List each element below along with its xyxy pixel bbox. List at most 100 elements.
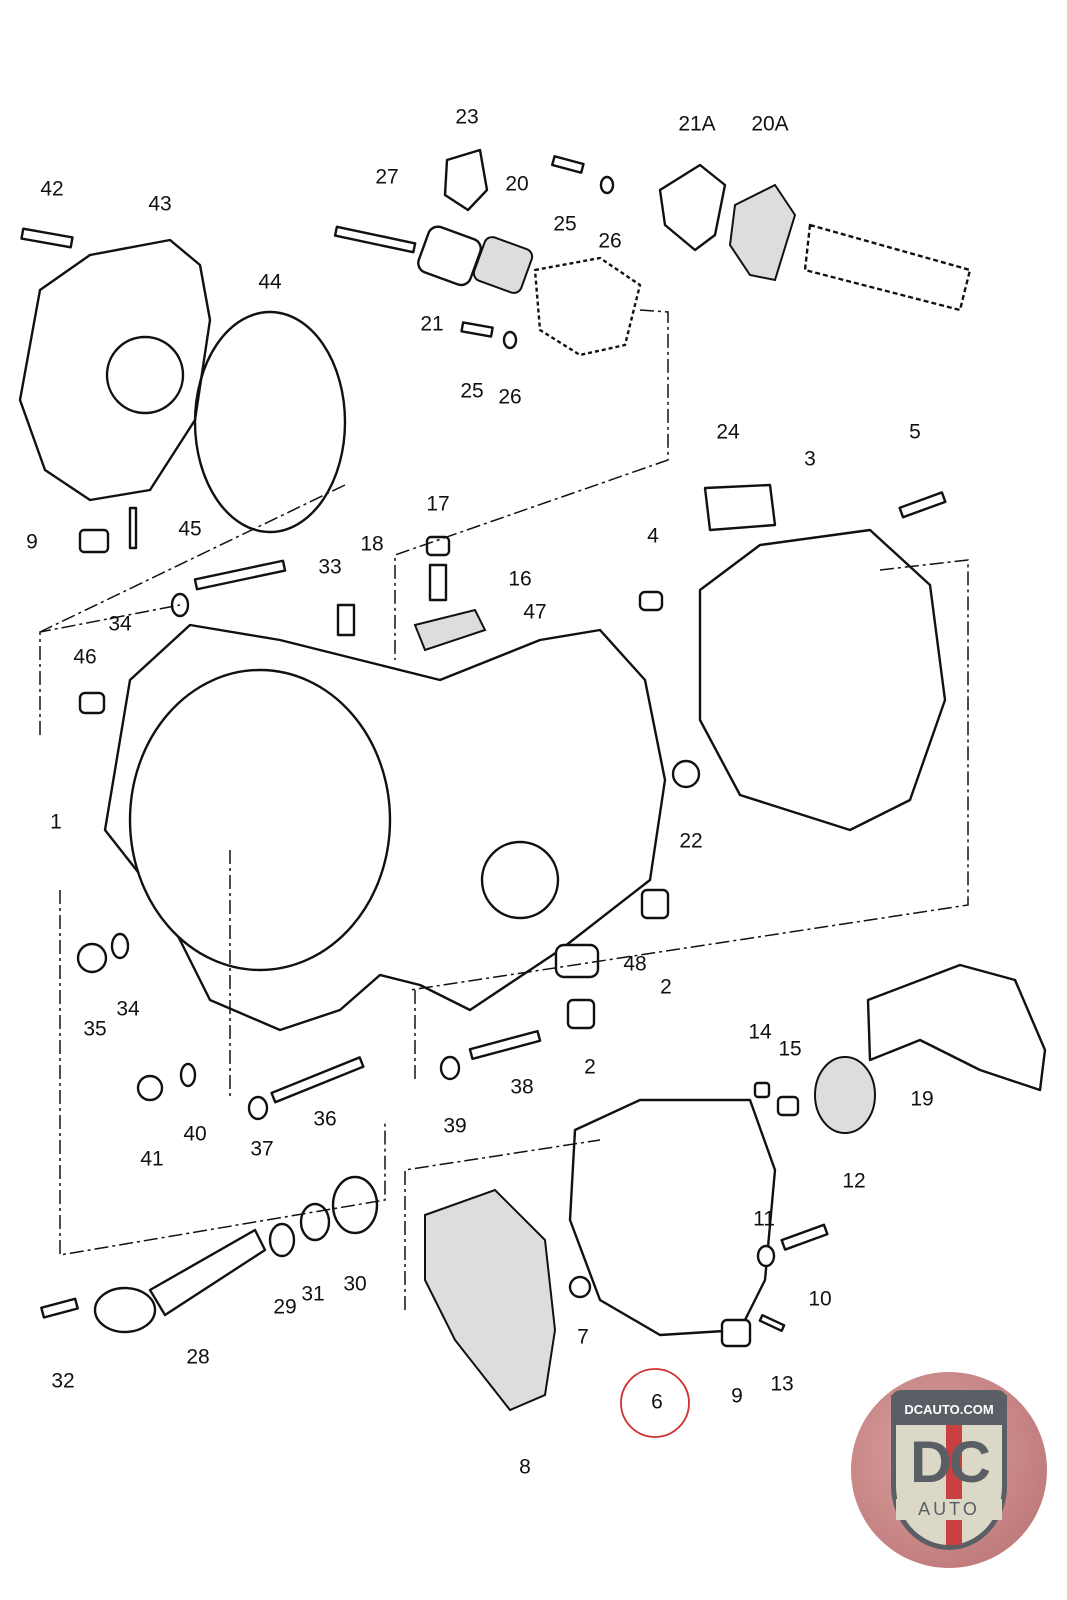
part-label-2: 2: [584, 1056, 596, 1079]
part-label-23: 23: [455, 106, 478, 129]
part-26-washer-2: [502, 330, 518, 350]
part-label-48: 48: [623, 953, 646, 976]
part-12-seal: [814, 1056, 876, 1134]
part-label-32: 32: [51, 1370, 74, 1393]
part-label-9: 9: [731, 1385, 743, 1408]
part-label-26: 26: [498, 386, 521, 409]
part-10-bolt: [780, 1223, 829, 1251]
part-45-pin: [128, 506, 138, 550]
part-label-17: 17: [426, 493, 449, 516]
part-label-24: 24: [716, 421, 740, 444]
part-25-bolt-2: [460, 321, 494, 338]
logo-main-text: DC: [910, 1430, 991, 1495]
part-9-top: [78, 528, 110, 554]
part-label-34: 34: [108, 613, 132, 636]
part-label-21A: 21A: [678, 113, 715, 136]
logo-shield: DCAUTO.COM DC AUTO: [891, 1390, 1007, 1550]
part-label-37: 37: [250, 1138, 273, 1161]
part-label-12: 12: [842, 1170, 865, 1193]
part-label-39: 39: [443, 1115, 466, 1138]
part-label-44: 44: [258, 271, 282, 294]
part-label-35: 35: [83, 1018, 106, 1041]
part-2b: [566, 998, 596, 1030]
part-label-20: 20: [505, 173, 528, 196]
part-label-18: 18: [360, 533, 383, 556]
part-30-bearing: [331, 1175, 379, 1235]
part-42-bolt: [20, 227, 74, 249]
part-label-13: 13: [770, 1373, 793, 1396]
part-44-oring: [193, 310, 347, 534]
part-label-10: 10: [808, 1288, 831, 1311]
part-label-15: 15: [778, 1038, 801, 1061]
part-label-4: 4: [647, 525, 659, 548]
part-label-26: 26: [598, 230, 621, 253]
part-28-guide-tube: [148, 1228, 267, 1317]
part-47: [413, 608, 487, 652]
part-label-1: 1: [50, 811, 62, 834]
part-34-washer: [110, 932, 130, 960]
part-28-flange: [93, 1286, 157, 1334]
part-9-plug: [720, 1318, 752, 1348]
part-label-2: 2: [660, 976, 672, 999]
part-43-bearing: [105, 335, 185, 415]
part-label-25: 25: [553, 213, 576, 236]
part-label-25: 25: [460, 380, 483, 403]
part-39-washer: [439, 1055, 461, 1081]
part-label-20A: 20A: [751, 113, 788, 136]
part-outlines: [18, 148, 1047, 1412]
part-label-28: 28: [186, 1346, 209, 1369]
part-label-45: 45: [178, 518, 201, 541]
part-label-47: 47: [523, 601, 546, 624]
part-label-42: 42: [40, 178, 63, 201]
part-label-22: 22: [679, 830, 702, 853]
part-label-29: 29: [273, 1296, 296, 1319]
part-29-ring: [268, 1222, 296, 1258]
part-label-8: 8: [519, 1456, 531, 1479]
part-35-nut: [76, 942, 108, 974]
part-25-bolt: [551, 155, 585, 174]
part-label-11: 11: [753, 1208, 775, 1231]
part-40-washer: [179, 1062, 197, 1088]
part-label-3: 3: [804, 448, 816, 471]
part-label-21: 21: [420, 313, 443, 336]
part-19-shield: [866, 963, 1047, 1092]
part-20-gasket: [472, 236, 534, 294]
part-36-bolt: [270, 1056, 365, 1104]
part-16: [428, 563, 448, 602]
part-label-14: 14: [748, 1021, 772, 1044]
part-label-27: 27: [375, 166, 398, 189]
part-14: [753, 1081, 771, 1099]
part-label-9: 9: [26, 531, 38, 554]
part-31-seal: [299, 1202, 331, 1242]
part-1-bore: [480, 840, 560, 920]
part-4: [638, 590, 664, 612]
part-label-5: 5: [909, 421, 921, 444]
selector-shaft: [803, 223, 972, 312]
part-23: [443, 148, 489, 212]
part-label-31: 31: [301, 1283, 324, 1306]
part-label-19: 19: [910, 1088, 933, 1111]
part-11-washer: [756, 1244, 776, 1268]
part-26-washer: [599, 175, 615, 195]
part-label-41: 41: [140, 1148, 163, 1171]
part-3-housing: [698, 528, 947, 832]
part-label-38: 38: [510, 1076, 533, 1099]
part-label-34: 34: [116, 998, 140, 1021]
part-27-bolt: [333, 225, 417, 254]
dcauto-logo: DCAUTO.COM DC AUTO: [851, 1372, 1047, 1568]
part-24: [703, 483, 777, 532]
part-20A-gasket: [728, 183, 797, 282]
part-label-6: 6: [651, 1391, 663, 1414]
part-label-33: 33: [318, 556, 341, 579]
part-6-housing: [568, 1098, 777, 1337]
part-46: [78, 691, 106, 715]
logo-sub-text: AUTO: [896, 1499, 1002, 1520]
part-label-43: 43: [148, 193, 171, 216]
assembly-lines: [39, 309, 969, 1310]
part-38-bolt: [468, 1029, 542, 1061]
logo-top-text: DCAUTO.COM: [891, 1395, 1007, 1425]
part-33-bolt: [193, 559, 287, 591]
part-label-36: 36: [313, 1108, 336, 1131]
